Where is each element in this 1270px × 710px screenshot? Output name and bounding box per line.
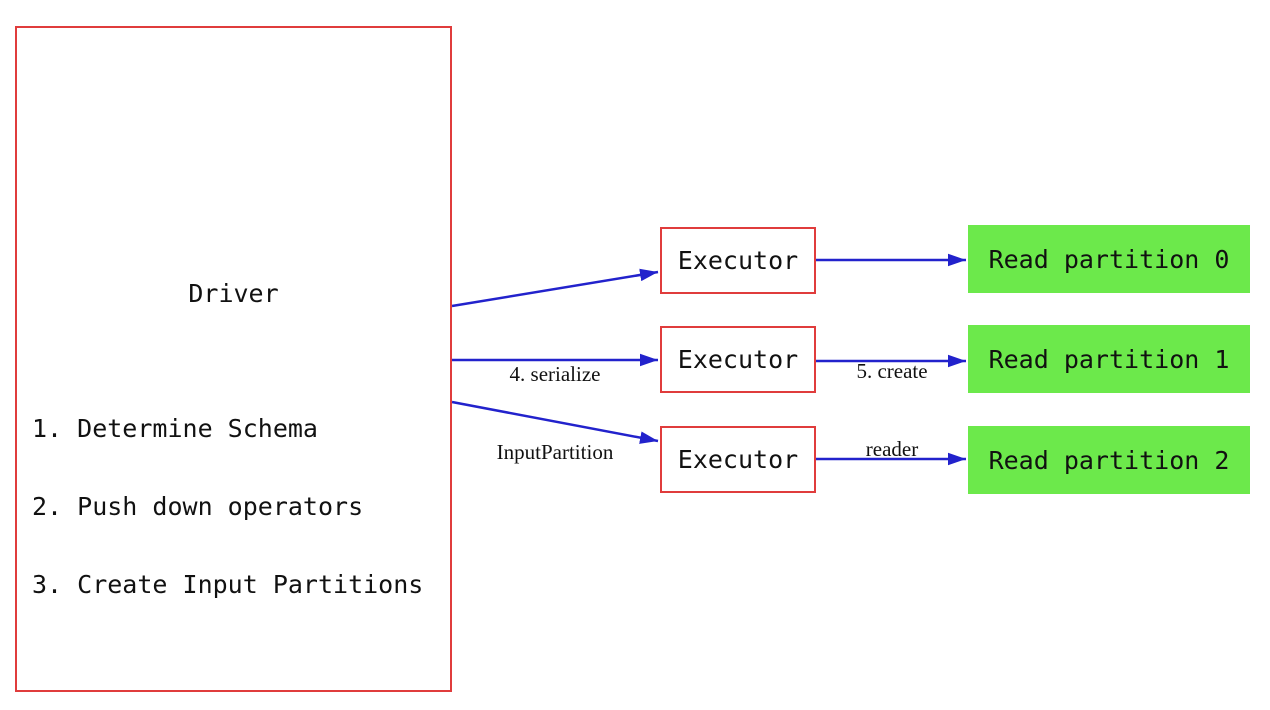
create-reader-label-line1: 5. create bbox=[856, 359, 928, 383]
read-partition-box-2: Read partition 2 bbox=[968, 426, 1250, 494]
executor-label: Executor bbox=[677, 445, 799, 474]
arrow-driver-to-executor-0 bbox=[451, 268, 659, 308]
executor-label: Executor bbox=[677, 345, 799, 374]
read-partition-label: Read partition 0 bbox=[988, 244, 1230, 274]
driver-steps: 1. Determine Schema 2. Push down operato… bbox=[32, 364, 423, 650]
driver-step-2: 2. Push down operators bbox=[32, 492, 364, 521]
serialize-label-line1: 4. serialize bbox=[509, 362, 601, 386]
driver-step-1: 1. Determine Schema bbox=[32, 414, 318, 443]
executor-box-0: Executor bbox=[660, 227, 816, 294]
arrow-driver-to-executor-2 bbox=[451, 400, 659, 444]
driver-title: Driver bbox=[188, 279, 279, 308]
create-reader-label-line2: reader bbox=[865, 437, 919, 461]
read-partition-box-1: Read partition 1 bbox=[968, 325, 1250, 393]
driver-box: Driver 1. Determine Schema 2. Push down … bbox=[15, 26, 452, 692]
serialize-inputpartition-label: 4. serialize InputPartition bbox=[455, 309, 655, 517]
executor-box-1: Executor bbox=[660, 326, 816, 393]
read-partition-label: Read partition 2 bbox=[988, 445, 1230, 475]
driver-step-3: 3. Create Input Partitions bbox=[32, 570, 424, 599]
serialize-label-line2: InputPartition bbox=[496, 440, 614, 464]
create-reader-label: 5. create reader bbox=[812, 306, 972, 514]
executor-label: Executor bbox=[677, 246, 799, 275]
read-partition-box-0: Read partition 0 bbox=[968, 225, 1250, 293]
read-partition-label: Read partition 1 bbox=[988, 344, 1230, 374]
executor-box-2: Executor bbox=[660, 426, 816, 493]
